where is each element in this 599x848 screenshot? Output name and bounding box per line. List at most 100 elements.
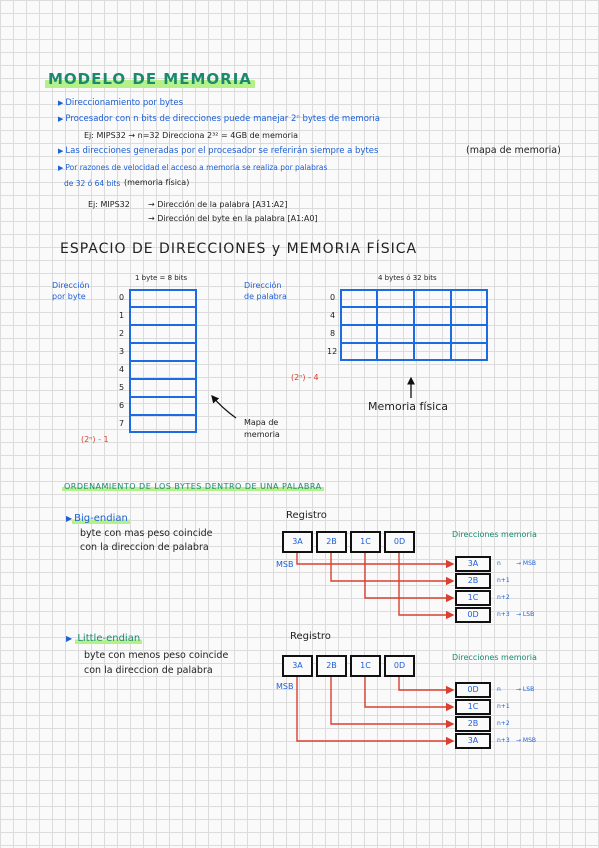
mapa-caption: Mapa de <box>244 418 279 427</box>
register-byte: 0D <box>384 655 415 677</box>
first-byte-note: → LSB <box>516 686 535 693</box>
byte-mapping-arrow <box>330 677 455 729</box>
section-heading-espacio: ESPACIO DE DIRECCIONES y MEMORIA FÍSICA <box>60 241 418 257</box>
memory-address: n+2 <box>497 594 510 601</box>
memory-byte: 1C <box>455 590 491 606</box>
byte-address: 2 <box>119 329 125 338</box>
memory-address: n+3 <box>497 737 510 744</box>
byte-address: 6 <box>119 401 125 410</box>
word-byte-cell <box>451 307 488 325</box>
word-byte-cell <box>340 325 377 343</box>
byte-address: 1 <box>119 311 125 320</box>
big-msb-label: MSB <box>276 560 294 569</box>
note-mapa-memoria: (mapa de memoria) <box>466 145 561 156</box>
memory-byte: 2B <box>455 573 491 589</box>
word-byte-cell <box>451 289 488 307</box>
memory-byte: 3A <box>455 556 491 572</box>
memory-address: n+3 <box>497 611 510 618</box>
big-mem-label: Direcciones memoria <box>452 530 537 539</box>
triangle-bullet-icon: ▶ <box>58 115 64 123</box>
register-byte: 1C <box>350 531 381 553</box>
byte-map-label-2: por byte <box>52 292 86 301</box>
word-map-label-2: de palabra <box>244 292 287 301</box>
word-address: 8 <box>330 329 336 338</box>
word-map-end-address: (2ⁿ) - 4 <box>291 373 319 382</box>
word-width-label: 4 bytes ó 32 bits <box>378 274 437 282</box>
mapa-pointer-arrow <box>211 395 237 419</box>
big-endian-arrows <box>296 553 455 620</box>
word-byte-cell <box>451 343 488 361</box>
example-word-address: → Dirección de la palabra [A31:A2] <box>148 200 288 209</box>
byte-mapping-arrow <box>330 553 455 586</box>
byte-map-end-address: (2ⁿ) - 1 <box>81 435 109 444</box>
bullet-velocidad-cont: de 32 ó 64 bits <box>64 179 121 188</box>
byte-cell <box>129 415 197 433</box>
byte-address: 3 <box>119 347 125 356</box>
triangle-bullet-icon: ▶ <box>66 634 73 643</box>
byte-map-label: Dirección <box>52 281 90 290</box>
byte-address: 7 <box>119 419 125 428</box>
byte-mapping-arrow <box>364 677 455 712</box>
section-heading-ordenamiento: ORDENAMIENTO DE LOS BYTES DENTRO DE UNA … <box>62 482 324 491</box>
bullet-text: Las direcciones generadas por el procesa… <box>65 146 379 156</box>
word-byte-cell <box>414 325 451 343</box>
word-byte-cell <box>377 307 414 325</box>
little-msb-label: MSB <box>276 682 294 691</box>
memory-byte: 1C <box>455 699 491 715</box>
example-byte-address: → Dirección del byte en la palabra [A1:A… <box>148 214 318 223</box>
triangle-bullet-icon: ▶ <box>66 514 73 523</box>
note-memoria-fisica: (memoria física) <box>124 178 190 187</box>
word-byte-cell <box>340 289 377 307</box>
byte-mapping-arrow <box>398 677 455 695</box>
word-byte-cell <box>377 343 414 361</box>
big-registro-label: Registro <box>286 510 327 521</box>
bullet-direccionamiento: ▶Direccionamiento por bytes <box>58 98 183 108</box>
byte-address: 4 <box>119 365 125 374</box>
memory-address: n <box>497 560 501 567</box>
word-byte-cell <box>377 289 414 307</box>
mapa-caption-2: memoria <box>244 430 280 439</box>
byte-cell <box>129 397 197 415</box>
memory-address: n+2 <box>497 720 510 727</box>
memory-address: n <box>497 686 501 693</box>
byte-address: 0 <box>119 293 125 302</box>
byte-mapping-arrow <box>398 553 455 620</box>
byte-cell <box>129 325 197 343</box>
byte-cell <box>129 343 197 361</box>
memory-address: n+1 <box>497 577 510 584</box>
register-byte: 2B <box>316 531 347 553</box>
last-byte-note: → MSB <box>516 737 537 744</box>
memory-byte: 0D <box>455 682 491 698</box>
byte-address: 5 <box>119 383 125 392</box>
little-endian-title: ▶ Little-endian <box>66 633 143 644</box>
word-byte-cell <box>340 307 377 325</box>
register-byte: 3A <box>282 655 313 677</box>
word-byte-cell <box>414 343 451 361</box>
memoria-fisica-caption: Memoria física <box>368 400 449 413</box>
bullet-velocidad: ▶Por razones de velocidad el acceso a me… <box>58 163 327 172</box>
word-address: 12 <box>327 347 338 356</box>
word-address: 0 <box>330 293 336 302</box>
example-mips-bits: Ej: MIPS32 → n=32 Direcciona 2³² = 4GB d… <box>84 131 298 140</box>
example-mips-label: Ej: MIPS32 <box>88 200 130 209</box>
big-endian-title: ▶Big-endian <box>66 513 130 524</box>
bullet-text: Direccionamiento por bytes <box>65 98 184 108</box>
big-endian-desc-2: con la direccion de palabra <box>80 542 209 553</box>
register-byte: 1C <box>350 655 381 677</box>
little-registro-label: Registro <box>290 631 331 642</box>
big-endian-desc: byte con mas peso coincide <box>80 528 213 539</box>
byte-cell <box>129 379 197 397</box>
word-byte-cell <box>414 307 451 325</box>
byte-mapping-arrow <box>364 553 455 603</box>
word-byte-cell <box>377 325 414 343</box>
triangle-bullet-icon: ▶ <box>58 164 64 172</box>
memory-address: n+1 <box>497 703 510 710</box>
bullet-text: Por razones de velocidad el acceso a mem… <box>65 163 328 172</box>
last-byte-note: → LSB <box>516 611 535 618</box>
memory-byte: 2B <box>455 716 491 732</box>
word-byte-cell <box>451 325 488 343</box>
byte-mapping-arrow <box>296 553 455 569</box>
byte-cell <box>129 307 197 325</box>
first-byte-note: → MSB <box>516 560 537 567</box>
